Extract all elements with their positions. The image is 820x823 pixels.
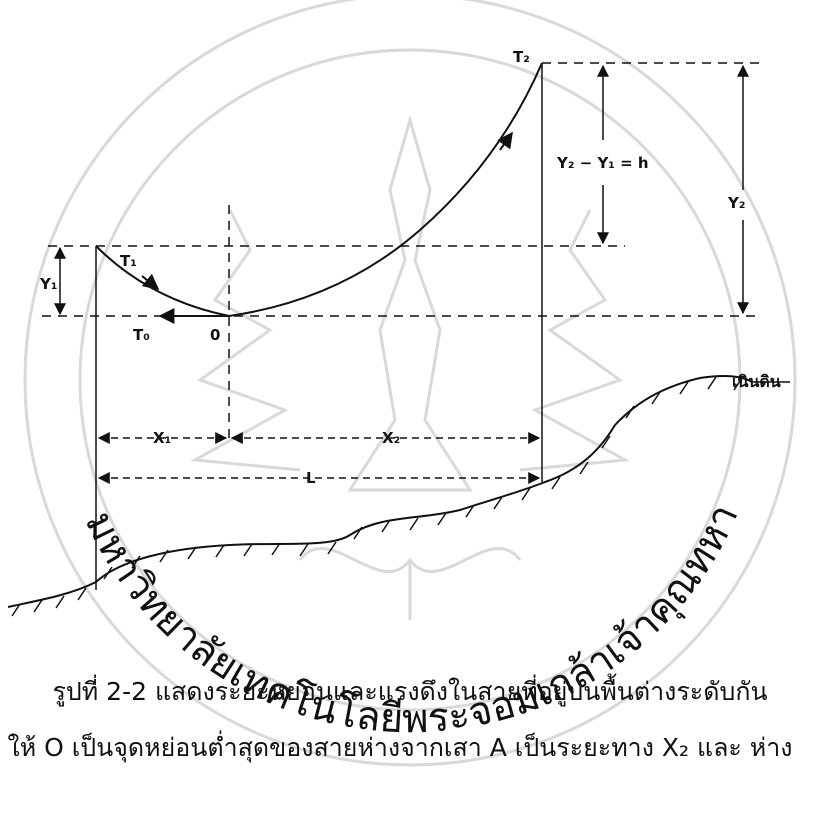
watermark-text: มหาวิทยาลัยเทคโนโลยีพระจอมเกล้าเจ้าคุณทห… — [0, 0, 748, 742]
watermark-seal — [23, 0, 797, 767]
arrow-t1 — [141, 273, 160, 291]
label-t0: T₀ — [133, 326, 150, 344]
body-text-line: ให้ O เป็นจุดหย่อนต่ำสุดของสายห่างจากเสา… — [7, 733, 793, 762]
label-x1: X₁ — [153, 429, 171, 447]
ground-hatching — [11, 376, 743, 617]
label-x2: X₂ — [382, 429, 400, 447]
arrow-t2 — [497, 131, 513, 151]
label-l: L — [306, 469, 316, 487]
conductor-sag-curve — [95, 62, 543, 318]
label-t2: T₂ — [513, 48, 530, 66]
ground-profile — [7, 375, 753, 608]
label-y1: Y₁ — [39, 275, 57, 293]
label-y2: Y₂ — [727, 194, 745, 212]
label-ground: เนินดิน — [732, 372, 781, 391]
label-o: 0 — [210, 326, 220, 344]
label-t1: T₁ — [120, 252, 137, 270]
label-h-equation: Y₂ − Y₁ = h — [556, 154, 649, 172]
figure-caption: รูปที่ 2-2 แสดงระยะหย่อนและแรงดึงในสายที… — [52, 677, 768, 706]
